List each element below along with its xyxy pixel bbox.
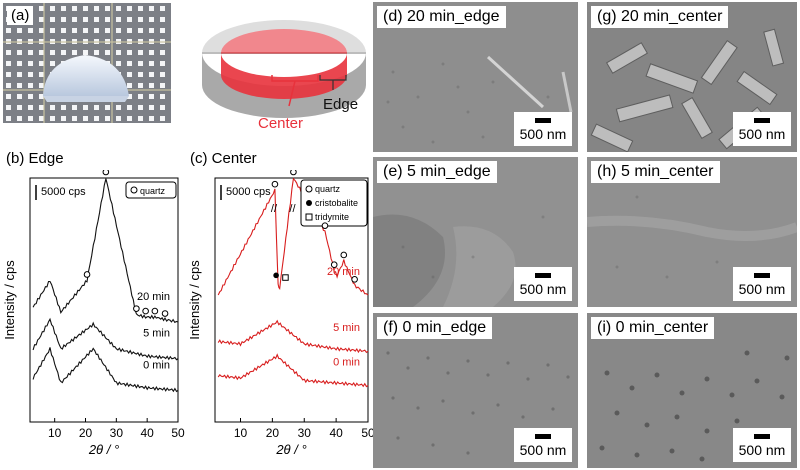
quartz-peak-marker — [142, 307, 149, 315]
sample-schematic — [202, 20, 366, 118]
trace-label: 20 min — [137, 291, 170, 303]
x-tick-label: 50 — [171, 426, 185, 440]
center-label: Center — [258, 115, 304, 132]
scale-bar-g: 500 nm — [733, 112, 791, 146]
quartz-peak-marker — [271, 180, 279, 188]
sem-title-h: (h) 5 min_center — [591, 161, 720, 183]
sem-image-f: (f) 0 min_edge 500 nm — [373, 313, 578, 468]
quartz-peak-marker — [83, 271, 91, 278]
legend-cristobalite-label: cristobalite — [315, 198, 358, 208]
axis-break-mark: // — [271, 203, 278, 215]
photo-panel: (a) — [3, 3, 171, 123]
plot-frame — [29, 177, 179, 423]
series-line-20-min — [32, 178, 179, 324]
x-axis-label: 2θ / ° — [88, 442, 119, 457]
sample-photo — [3, 3, 171, 123]
series-line-0-min — [32, 347, 179, 393]
legend-box — [300, 179, 368, 227]
tridymite-peak-marker — [282, 274, 289, 281]
quartz-peak-marker — [102, 170, 110, 176]
schematic-outer-body — [202, 53, 366, 118]
quartz-peak-marker — [290, 170, 297, 176]
x-tick-label: 40 — [329, 426, 343, 440]
legend-quartz-label: quartz — [315, 184, 341, 194]
x-tick-label: 20 — [266, 426, 280, 440]
scale-bar-e: 500 nm — [514, 267, 572, 301]
sem-image-d: (d) 20 min_edge 500 nm — [373, 2, 578, 152]
trace-label: 5 min — [333, 322, 360, 334]
trace-label: 5 min — [143, 328, 170, 340]
sem-title-f: (f) 0 min_edge — [377, 317, 493, 339]
series-line-5-min — [32, 317, 179, 361]
sem-image-g: (g) 20 min_center 500 nm — [587, 2, 797, 152]
legend-cristobalite-marker — [306, 200, 312, 206]
quartz-peak-marker — [151, 307, 159, 315]
x-tick-label: 30 — [110, 426, 124, 440]
y-axis-label: Intensity / cps — [2, 260, 17, 340]
legend-box — [125, 181, 177, 199]
center-panel-label: (c) Center — [190, 150, 257, 167]
intensity-scale-label: 5000 cps — [41, 186, 86, 198]
legend-quartz-label: quartz — [140, 186, 166, 196]
sem-image-e: (e) 5 min_edge 500 nm — [373, 157, 578, 307]
sem-image-i: (i) 0 min_center 500 nm — [587, 313, 797, 468]
trace-label: 0 min — [143, 359, 170, 371]
x-tick-label: 10 — [48, 426, 62, 440]
x-axis-label: 2θ / ° — [275, 442, 306, 457]
x-tick-label: 10 — [234, 426, 248, 440]
sem-title-e: (e) 5 min_edge — [377, 161, 497, 183]
x-tick-label: 50 — [361, 426, 375, 440]
quartz-peak-marker — [133, 305, 140, 312]
scale-bar-h: 500 nm — [733, 267, 791, 301]
x-tick-label: 30 — [298, 426, 312, 440]
series-line-5-min — [217, 319, 369, 354]
series-line-20-min — [217, 177, 369, 296]
quartz-peak-marker — [330, 261, 338, 269]
edge-panel-label: (b) Edge — [6, 150, 64, 167]
schematic-center-core — [221, 53, 347, 99]
cristobalite-peak-marker — [273, 272, 279, 279]
plot-frame — [214, 177, 369, 423]
photo-label: (a) — [7, 6, 34, 25]
quartz-peak-marker — [321, 222, 329, 229]
series-line-0-min — [217, 353, 369, 388]
legend-tridymite-label: tridymite — [315, 212, 349, 222]
xrd-center-chart: 10 20 30 40 50 2θ / ° Intensity / cps 5000 cps 2… — [187, 170, 375, 457]
scale-bar-d: 500 nm — [514, 112, 572, 146]
scale-bar-i: 500 nm — [733, 428, 791, 462]
legend-tridymite-marker — [305, 213, 313, 221]
legend-quartz-marker — [305, 185, 313, 193]
trace-label: 20 min — [327, 266, 360, 278]
quartz-peak-marker — [340, 251, 348, 259]
edge-label: Edge — [323, 96, 359, 113]
y-axis-label: Intensity / cps — [187, 260, 202, 340]
trace-label: 0 min — [333, 356, 360, 368]
sem-image-h: (h) 5 min_center 500 nm — [587, 157, 797, 307]
x-tick-label: 20 — [79, 426, 93, 440]
scale-bar-f: 500 nm — [514, 428, 572, 462]
sem-title-i: (i) 0 min_center — [591, 317, 715, 339]
axis-break-mark: // — [289, 203, 296, 215]
legend-quartz-marker — [130, 186, 138, 194]
x-tick-label: 40 — [140, 426, 154, 440]
xrd-edge-chart: 10 20 30 40 50 2θ / ° Intensity / cps 5000 cps 2… — [2, 170, 185, 457]
quartz-peak-marker — [161, 310, 169, 317]
intensity-scale-label: 5000 cps — [226, 186, 271, 198]
sem-title-d: (d) 20 min_edge — [377, 6, 506, 28]
sem-title-g: (g) 20 min_center — [591, 6, 729, 28]
quartz-peak-marker — [351, 276, 358, 283]
